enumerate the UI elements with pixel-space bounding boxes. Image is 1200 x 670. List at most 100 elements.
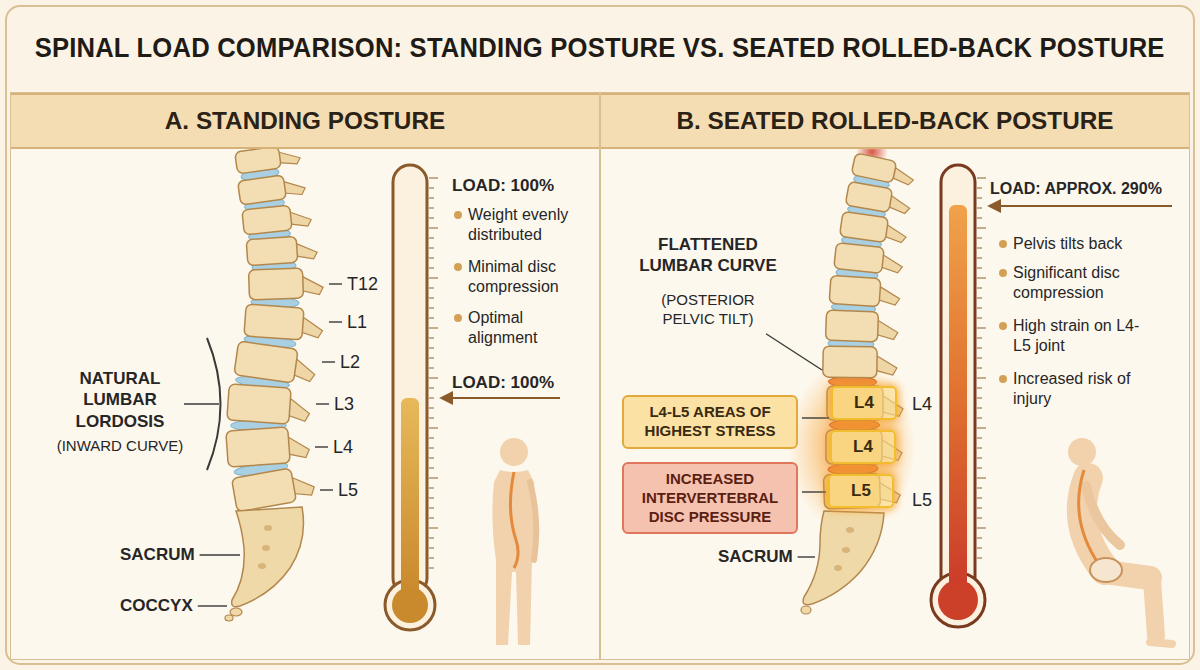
tick-mark xyxy=(977,217,982,218)
leader-lines xyxy=(184,284,829,606)
tick-mark xyxy=(977,307,982,308)
tick-mark xyxy=(429,367,434,368)
vertebra xyxy=(234,341,318,386)
box-text: L5 xyxy=(834,481,888,501)
leader-line xyxy=(200,554,240,555)
seated-figure xyxy=(1068,438,1172,644)
vertebra xyxy=(248,267,323,300)
vertebral-body xyxy=(232,468,297,512)
tick-mark xyxy=(977,387,982,388)
thermometer-bulb xyxy=(385,580,435,630)
anatomy-label: SACRUM xyxy=(120,544,195,565)
vertebra xyxy=(244,304,324,341)
tick-mark xyxy=(977,547,982,548)
foramen xyxy=(262,545,270,551)
thermometer-fill xyxy=(392,587,428,623)
tick-mark xyxy=(977,177,986,178)
vertebra-label: L2 xyxy=(340,351,360,374)
tick-mark xyxy=(977,347,982,348)
vertebral-body xyxy=(823,346,878,378)
tick-mark xyxy=(977,507,982,508)
stress-glow xyxy=(788,359,916,535)
tick-mark xyxy=(429,237,434,238)
tick-mark xyxy=(977,197,982,198)
curve-note: (POSTERIOR PELVIC TILT) xyxy=(648,291,768,329)
figure-arm xyxy=(1086,486,1120,545)
panel-heading: B. SEATED ROLLED-BACK POSTURE xyxy=(601,93,1189,149)
tick-mark xyxy=(977,437,982,438)
leader-line xyxy=(798,556,815,557)
vertebra xyxy=(242,203,312,235)
tick-mark xyxy=(977,257,982,258)
figure-head xyxy=(1068,438,1096,466)
tick-mark xyxy=(977,297,982,298)
tick-mark xyxy=(977,427,986,428)
tick-mark xyxy=(977,527,986,528)
tick-mark xyxy=(977,227,986,228)
bullet-note: Significant disc compression xyxy=(997,263,1157,303)
tick-mark xyxy=(429,437,434,438)
intervertebral-disc xyxy=(830,420,880,431)
tick-mark xyxy=(429,357,434,358)
panel-heading: A. STANDING POSTURE xyxy=(11,93,599,149)
vertebra-label: L3 xyxy=(334,393,354,416)
coccyx-bone xyxy=(801,606,811,614)
sacrum-seated xyxy=(801,511,884,614)
tick-mark xyxy=(429,387,434,388)
tick-mark xyxy=(977,267,982,268)
tick-mark xyxy=(977,517,982,518)
figure-pelvis xyxy=(1090,558,1122,582)
tick-mark xyxy=(429,477,438,478)
tick-mark xyxy=(977,327,986,328)
thermometer-fill xyxy=(401,398,419,605)
tick-mark xyxy=(977,377,986,378)
tick-mark xyxy=(429,257,434,258)
tick-mark xyxy=(429,457,434,458)
vertebral-body xyxy=(242,205,292,235)
tick-mark xyxy=(977,467,982,468)
vertebra xyxy=(246,235,318,266)
load-value: LOAD: 100% xyxy=(452,372,554,393)
vertebra xyxy=(829,275,901,308)
vertebra xyxy=(845,181,912,216)
thermometer-standing xyxy=(385,165,435,630)
curve-label: FLATTENED LUMBAR CURVE xyxy=(628,234,788,277)
tick-mark xyxy=(429,287,434,288)
tick-mark xyxy=(429,397,434,398)
tick-mark xyxy=(977,277,986,278)
box-text: L4 xyxy=(836,437,890,457)
tick-mark xyxy=(977,447,982,448)
figure-body xyxy=(492,470,535,645)
foramen xyxy=(842,547,850,553)
coccyx-bone xyxy=(230,608,242,616)
tick-mark xyxy=(977,557,982,558)
vertebra-label: L1 xyxy=(347,311,367,334)
tick-mark xyxy=(429,187,434,188)
page-frame xyxy=(6,6,1194,664)
tick-mark xyxy=(429,337,434,338)
tick-mark xyxy=(429,427,438,428)
leader-line xyxy=(184,403,219,404)
vertebra-highlight: L4 xyxy=(830,430,896,464)
tick-mark xyxy=(977,397,982,398)
bullet-note: Pelvis tilts back xyxy=(997,234,1157,254)
vertebra xyxy=(227,384,311,426)
vertebra xyxy=(834,243,904,276)
tick-mark xyxy=(977,477,986,478)
leader-line xyxy=(320,489,333,490)
thermometer-fill xyxy=(949,205,967,600)
tick-mark xyxy=(429,547,434,548)
thermometer-fill xyxy=(938,580,978,620)
foramen xyxy=(846,527,854,533)
vertebral-body xyxy=(829,275,881,306)
vertebra-label: L5 xyxy=(912,489,932,512)
tick-mark xyxy=(429,347,434,348)
tick-mark xyxy=(429,517,434,518)
tick-mark xyxy=(977,457,982,458)
vertebra-highlight: L5 xyxy=(828,474,894,508)
tick-mark xyxy=(977,317,982,318)
spine-standing xyxy=(226,143,324,512)
leader-line xyxy=(766,334,822,370)
tick-mark xyxy=(977,287,982,288)
spinous-process xyxy=(876,319,899,339)
